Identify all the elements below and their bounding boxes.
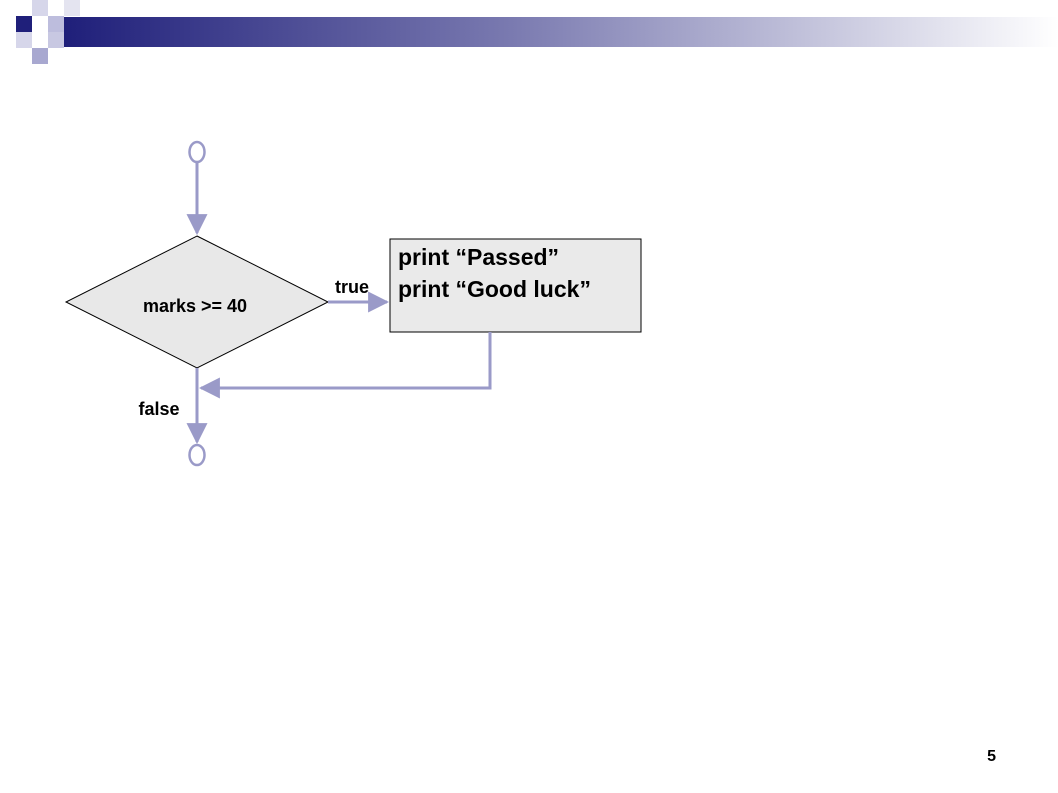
true-edge-label: true (335, 277, 369, 297)
header-gradient-bar (64, 17, 1058, 47)
slide-header-decoration (16, 0, 1058, 64)
header-square (48, 16, 64, 32)
end-terminal (188, 443, 206, 467)
start-terminal (188, 140, 206, 164)
page-number: 5 (987, 748, 996, 765)
header-square (64, 0, 80, 16)
process-line-1: print “Passed” (398, 244, 559, 270)
header-square (32, 0, 48, 16)
process-box (389, 238, 642, 333)
flow-arrow-merge (198, 332, 492, 399)
false-edge-label: false (138, 399, 179, 419)
decision-condition-text: marks >= 40 (143, 296, 247, 316)
header-square-dark (16, 16, 32, 32)
header-square (16, 32, 32, 48)
header-square (48, 32, 64, 48)
process-line-2: print “Good luck” (398, 276, 591, 302)
header-square (32, 48, 48, 64)
